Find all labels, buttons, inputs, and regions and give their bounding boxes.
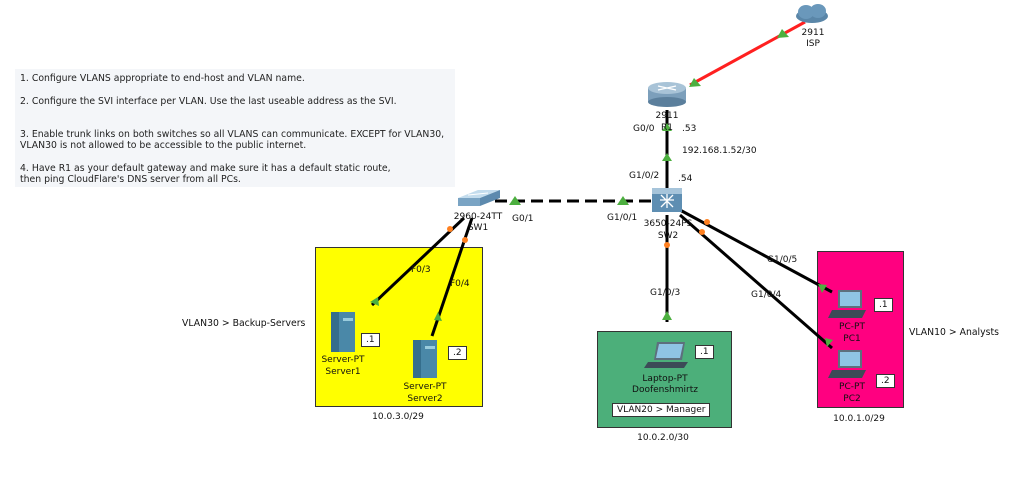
pc2-icon <box>828 350 866 378</box>
isp-link-marker-isp <box>777 29 789 38</box>
sw1-model-label: 2960-24TT <box>453 212 503 222</box>
sw1-server2-marker <box>434 312 442 321</box>
server2-model-label: Server-PT <box>403 382 447 392</box>
instructions-panel <box>15 69 455 187</box>
sw2-pc2-link <box>679 213 833 350</box>
pc1-icon <box>828 290 866 318</box>
sw1-name-label: SW1 <box>467 223 489 233</box>
instruction-2: 2. Configure the SVI interface per VLAN.… <box>20 96 397 107</box>
server1-name-label: Server1 <box>325 367 361 377</box>
isp-link-marker-r1 <box>689 78 701 87</box>
server1-model-label: Server-PT <box>321 355 365 365</box>
vlan20-tag: VLAN20 > Manager <box>612 403 711 417</box>
server2-icon <box>413 340 437 378</box>
r1-g00-label: G0/0 <box>633 124 655 134</box>
pc2-model-label: PC-PT <box>839 382 865 392</box>
r1-sw2-marker-top <box>662 123 672 131</box>
isp-cloud-icon <box>796 4 828 23</box>
sw1-server1-port-dot <box>447 226 453 232</box>
sw2-pc1-marker <box>818 284 827 293</box>
pc1-model-label: PC-PT <box>839 322 865 332</box>
pc1-ip-tag: .1 <box>874 298 893 312</box>
sw1-server1-marker <box>370 297 379 306</box>
instruction-4a: 4. Have R1 as your default gateway and m… <box>20 163 391 174</box>
sw1-sw2-marker-right <box>617 196 629 205</box>
sw1-server2-port-dot <box>462 237 468 243</box>
sw2-g104-label: G1/0/4 <box>751 290 782 300</box>
sw1-g01-label: G0/1 <box>512 214 534 224</box>
sw2-name-label: SW2 <box>657 231 679 241</box>
pc2-ip-tag: .2 <box>876 374 895 388</box>
sw2-ip-label: .54 <box>678 174 693 184</box>
analysts-subnet-label: 10.0.1.0/29 <box>833 414 885 424</box>
sw2-g101-label: G1/0/1 <box>607 213 638 223</box>
router-model-label: 2911 <box>655 111 679 121</box>
sw1-sw2-marker-left <box>509 196 521 205</box>
server2-name-label: Server2 <box>407 394 443 404</box>
server1-ip-tag: .1 <box>361 333 380 347</box>
vlan30-label: VLAN30 > Backup-Servers <box>182 318 306 329</box>
sw2-laptop-port-dot <box>664 242 670 248</box>
sw1-f03-label: F0/3 <box>411 265 431 275</box>
servers-subnet-label: 10.0.3.0/29 <box>372 412 424 422</box>
sw1-f04-label: F0/4 <box>450 279 470 289</box>
laptop-name-label: Doofenshmirtz <box>632 385 698 395</box>
isp-link <box>689 20 806 87</box>
pc2-name-label: PC2 <box>843 394 861 404</box>
r1-sw2-marker-bottom <box>662 153 672 161</box>
router-r1-icon <box>648 82 686 107</box>
switch-sw2-icon <box>652 188 682 212</box>
link-net-label: 192.168.1.52/30 <box>682 146 757 156</box>
sw1-server1-link <box>370 216 466 307</box>
sw2-g102-label: G1/0/2 <box>629 171 660 181</box>
instruction-3a: 3. Enable trunk links on both switches s… <box>20 129 445 140</box>
sw2-pc1-port-dot <box>704 219 710 225</box>
server2-ip-tag: .2 <box>448 346 467 360</box>
sw2-model-label: 3650-24PS <box>643 219 693 229</box>
isp-model-label: 2911 <box>801 28 825 38</box>
sw2-pc2-marker <box>825 338 833 347</box>
sw2-laptop-marker <box>662 311 672 320</box>
router-name-label: R1 <box>661 123 673 133</box>
pc1-name-label: PC1 <box>843 334 861 344</box>
manager-subnet-label: 10.0.2.0/30 <box>637 433 689 443</box>
isp-name-label: ISP <box>806 39 820 49</box>
instruction-1: 1. Configure VLANS appropriate to end-ho… <box>20 73 305 84</box>
sw2-g105-label: G1/0/5 <box>767 255 798 265</box>
laptop-ip-tag: .1 <box>695 345 714 359</box>
r1-ip-label: .53 <box>682 124 697 134</box>
instruction-3b: VLAN30 is not allowed to be accessible t… <box>20 140 307 151</box>
sw2-g103-label: G1/0/3 <box>650 288 681 298</box>
sw2-pc2-port-dot <box>699 229 705 235</box>
switch-sw1-icon <box>458 190 500 206</box>
laptop-model-label: Laptop-PT <box>642 374 688 384</box>
laptop-icon <box>644 342 688 368</box>
vlan10-label: VLAN10 > Analysts <box>909 327 999 338</box>
server1-icon <box>331 312 355 352</box>
instruction-4b: then ping CloudFlare's DNS server from a… <box>20 174 241 185</box>
